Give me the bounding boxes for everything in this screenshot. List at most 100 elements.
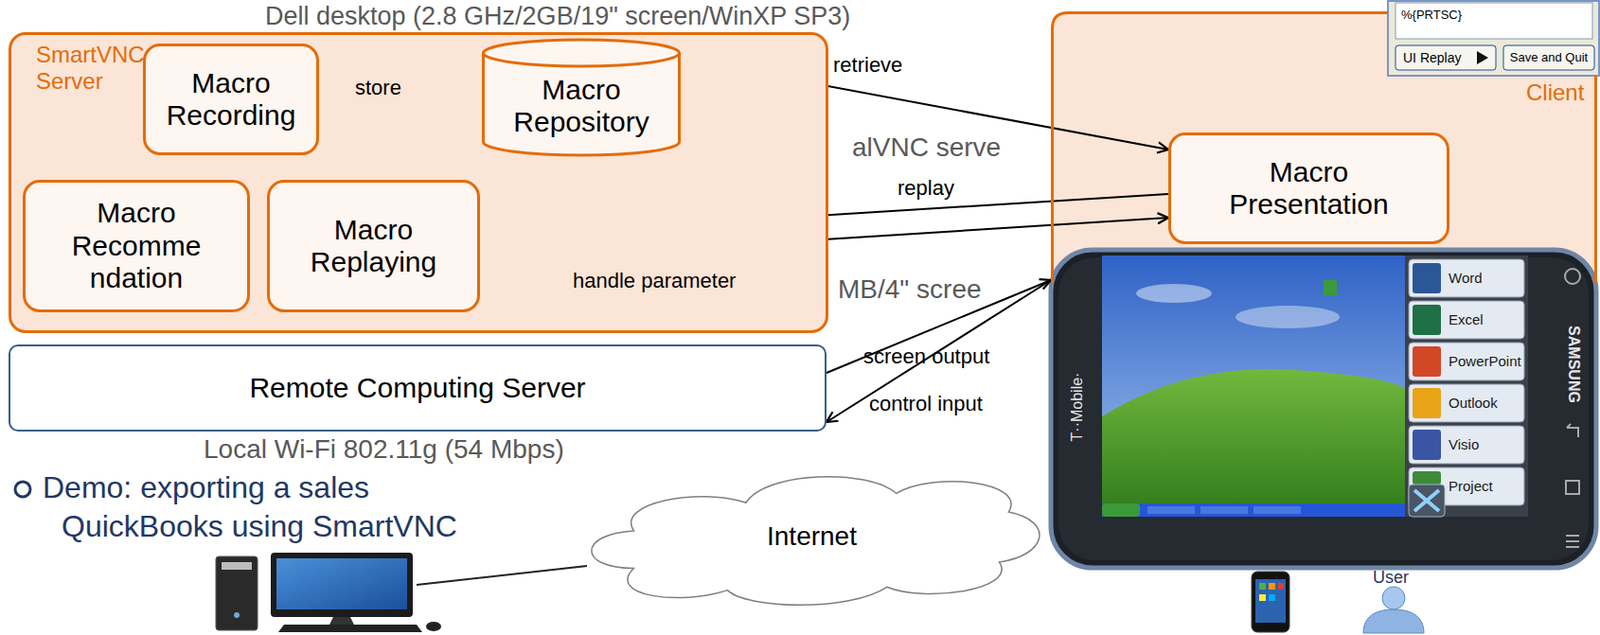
smartphone-part [1102,503,1140,517]
smartphone-part [1564,268,1581,285]
node-label: Client [1526,79,1600,107]
smartphone-part [1147,506,1195,515]
user-figure-part [1363,609,1424,634]
smartphone-part [1408,384,1525,423]
desktop-computer-part [329,617,355,625]
smartphone-part [1235,305,1340,329]
background-note: Local Wi-Fi 802.11g (54 Mbps) [203,434,565,465]
node-label: Macro Repository [496,73,667,140]
edge-label: store [355,75,402,100]
app-name: Outlook [1448,394,1498,411]
internet-cloud: Internet [577,459,1047,616]
node-label: Macro Recording [155,67,307,133]
smartphone-part [1102,503,1405,517]
replay-dialog-part [1387,0,1600,76]
smartphone-part [1200,506,1248,515]
module-box: Macro Replaying [266,179,480,313]
desktop-computer-part [221,562,252,570]
small-phone-icon-part [1268,594,1276,602]
smartphone-part [1136,284,1212,303]
smartphone-part [1412,263,1441,294]
smartphone-part [1102,255,1529,517]
phone-brand: SAMSUNG [1564,325,1583,404]
small-phone-icon [1251,571,1290,633]
smartphone-part [1412,471,1441,485]
background-note: MB/4" scree [837,274,982,305]
app-name: Project [1448,478,1494,495]
node-label: Macro Recomme ndation [55,196,217,296]
smartphone-part [1050,249,1597,569]
cloud-shape [591,477,1040,606]
edge-label: replay [897,176,955,200]
bullet-text: QuickBooks using SmartVNC [61,509,458,545]
replay-dialog-part [1395,2,1593,39]
background-note: Dell desktop (2.8 GHz/2GB/19" screen/Win… [265,1,851,32]
small-phone-icon-part [1255,579,1286,623]
smartphone-part [1565,535,1580,548]
app-name: Excel [1448,311,1484,328]
small-phone-icon-part [1259,594,1266,602]
network-link [416,566,587,586]
desktop-computer-part [426,622,442,632]
small-phone-icon-part [1268,583,1276,590]
smartphone-part [1408,259,1525,298]
desktop-computer-part [233,612,240,619]
smartphone-part [1566,424,1579,438]
edge-label: retrieve [833,53,903,77]
smartphone-part [1565,480,1580,495]
node-label: SmartVNC Server [35,41,160,94]
smartphone-part [1102,369,1405,517]
bullet-ring-part [15,481,31,498]
smartphone-part [1408,301,1525,339]
edge-label: screen output [863,344,990,369]
background-note: alVNC serve [852,132,1001,163]
desktop-computer-part [215,556,258,631]
smartphone-part [1414,490,1440,512]
smartphone [1050,249,1597,569]
smartphone-part [1408,484,1445,517]
desktop-computer-part [278,624,423,633]
node-label: Remote Computing Server [248,372,586,406]
button-label: Save and Quit [1503,51,1595,66]
app-name: PowerPoint [1448,353,1522,370]
smartphone-part [1323,280,1337,296]
bullet-ring [15,481,31,498]
button-label: UI Replay [1403,50,1461,66]
small-phone-icon-part [1259,583,1266,590]
server-box: Remote Computing Server [8,344,827,432]
replay-dialog-part [1476,51,1489,65]
bullet-text: Demo: exporting a sales [42,470,370,506]
smartphone-part [1412,388,1441,419]
dialog-field-text: %{PRTSC} [1401,8,1462,23]
smartphone-part [1253,506,1301,515]
replay-dialog-part [1395,45,1496,71]
module-box: Macro Recording [142,43,320,156]
module-box: Macro Presentation [1168,132,1450,245]
smartphone-part [1408,342,1525,381]
smartphone-part [1412,429,1441,461]
node-label: Macro Presentation [1209,156,1409,222]
smartphone-part [1408,426,1525,464]
desktop-computer-part [276,558,408,610]
edge-label: control input [869,391,983,416]
app-name: Word [1448,269,1483,286]
phone-brand: T··Mobile· [1068,373,1086,443]
user-figure [1363,586,1424,634]
cylinder-rim [483,53,680,67]
repository-cylinder: Macro Repository [481,39,681,156]
small-phone-icon-part [1251,571,1290,633]
user-caption: User [1372,568,1409,588]
cylinder-body [483,39,680,156]
node-label: Macro Replaying [288,213,460,280]
small-phone-icon-part [1278,583,1284,590]
desktop-computer-part [270,552,413,618]
edge-label: handle parameter [572,268,736,293]
module-box: Macro Recomme ndation [22,179,250,313]
replay-dialog-part [1503,45,1595,71]
desktop-computer [215,552,442,633]
app-name: Visio [1448,436,1479,453]
smartphone-part [1404,255,1529,517]
replay-dialog [1387,0,1600,76]
